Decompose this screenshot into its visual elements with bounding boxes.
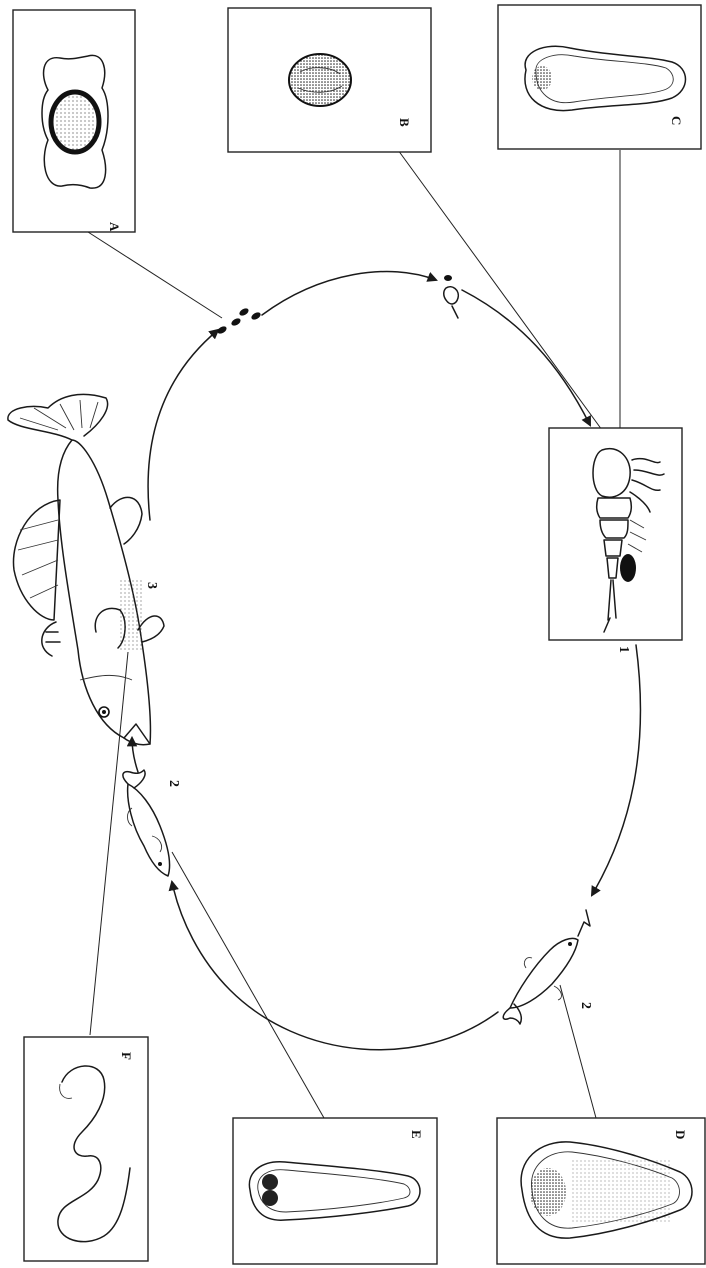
copepod-egg-sac [620, 554, 636, 582]
arrow-fish-to-fish [172, 882, 498, 1050]
tail-rays [20, 400, 98, 430]
panel-E-label: E [409, 1130, 424, 1139]
leader-B [398, 150, 602, 430]
free-stages [216, 275, 458, 335]
procercoid-head [532, 66, 552, 90]
egg-dot [230, 317, 242, 327]
panel-copepod: 1 [549, 428, 682, 653]
panel-C-label: C [669, 116, 684, 125]
panel-A-label: A [107, 222, 122, 232]
plerocercoid-D-scolex [530, 1168, 566, 1216]
embryonated-egg-dot [444, 275, 452, 281]
small-fish-bottom-eye [568, 942, 572, 946]
large-fish: 3 [8, 394, 164, 744]
stage-2-bottom-label: 2 [578, 1002, 593, 1009]
large-fish-dorsal-fin [13, 500, 60, 620]
plerocercoid-E-sucker [262, 1174, 278, 1190]
small-fish-top: 2 [123, 770, 181, 876]
cycle-arrows [132, 271, 640, 1049]
egg-embryo [51, 92, 99, 152]
coracidium [444, 287, 459, 318]
small-fish-top-tail [123, 770, 145, 788]
panel-E: E [233, 1118, 437, 1264]
panel-D-label: D [673, 1130, 688, 1139]
stage-2-top-label: 2 [166, 780, 181, 787]
embryonated-egg [289, 54, 351, 106]
stage-1-label: 1 [616, 646, 631, 653]
panel-F: F [24, 1037, 148, 1261]
panel-F-label: F [119, 1052, 134, 1060]
stage-3-label: 3 [144, 582, 159, 589]
small-fish-bottom: 2 [503, 910, 593, 1024]
arrow-coracidium-to-copepod [462, 290, 590, 425]
plerocercoid-D-texture [570, 1160, 670, 1224]
plerocercoid-E-sucker [262, 1190, 278, 1206]
arrow-eggs-to-coracidium [262, 271, 436, 315]
large-fish-gut [120, 580, 142, 650]
egg-dot [238, 307, 250, 317]
large-fish-pupil [102, 710, 106, 714]
large-fish-gill [80, 675, 132, 680]
large-fish-spiny-fin [42, 622, 60, 656]
ingested-copepod [578, 910, 590, 936]
arrow-copepod-to-fish [592, 645, 640, 895]
large-fish-tail [8, 394, 108, 440]
small-fish-top-fins [128, 808, 162, 852]
arrow-fish-to-eggs [148, 330, 218, 520]
panel-D: D [497, 1118, 705, 1264]
panel-A: A [13, 10, 135, 232]
leader-A [88, 232, 222, 318]
small-fish-top-eye [158, 862, 162, 866]
dorsal-rays [18, 520, 58, 598]
leader-E [172, 852, 324, 1118]
panel-B: B [228, 8, 431, 152]
small-fish-top-body [128, 784, 170, 876]
egg-dot [250, 311, 262, 321]
panel-B-label: B [397, 118, 412, 127]
panel-C: C [498, 5, 701, 149]
leader-lines [88, 150, 620, 1118]
small-fish-bottom-body [510, 938, 578, 1008]
egg-dot [216, 325, 228, 335]
